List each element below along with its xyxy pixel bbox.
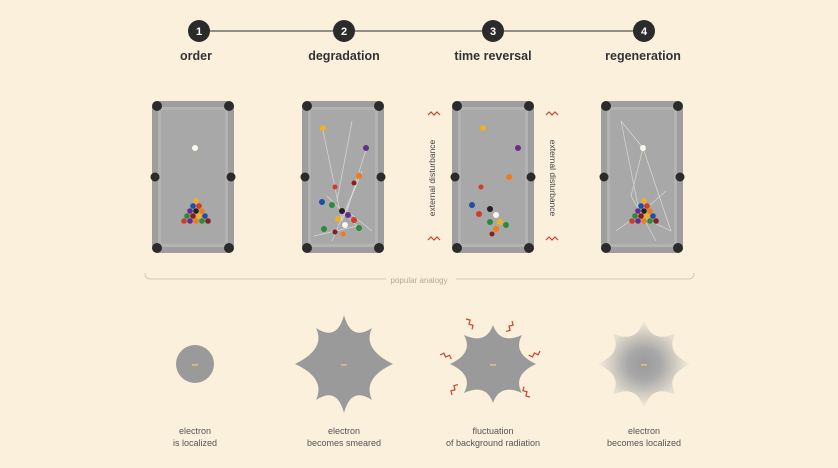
external-disturbance-right: external disturbance: [548, 139, 558, 217]
analogy-bracket-left: [144, 272, 386, 280]
step-number-3: 3: [490, 26, 496, 38]
timeline: 1 2 3 4: [188, 20, 655, 42]
step-marker-3: 3: [482, 20, 504, 42]
step-number-2: 2: [341, 26, 347, 38]
pool-table-degradation: [300, 101, 386, 253]
caption-1-line1: electron: [178, 426, 212, 436]
caption-2: electron becomes smeared: [254, 425, 434, 449]
caption-4: electron becomes localized: [554, 425, 734, 449]
electron-symbol: –: [341, 357, 348, 371]
step-number-4: 4: [641, 26, 648, 38]
step-title-1: order: [180, 49, 212, 63]
electron-regenerated: –: [597, 319, 691, 409]
cue-ball: [640, 145, 646, 151]
popular-analogy-label: popular analogy: [390, 276, 448, 285]
electron-localized: –: [176, 345, 214, 383]
pool-table-time-reversal: [450, 101, 536, 253]
analogy-bracket-right: [456, 272, 695, 280]
caption-1: electron is localized: [105, 425, 285, 449]
electron-symbol: –: [490, 357, 497, 371]
caption-4-line1: electron: [627, 426, 661, 436]
step-title-2: degradation: [308, 49, 380, 63]
caption-3-line1: fluctuation: [472, 426, 514, 436]
step-title-4: regeneration: [605, 49, 681, 63]
caption-3: fluctuation of background radiation: [403, 425, 583, 449]
pool-tables: [144, 101, 695, 280]
step-marker-2: 2: [333, 20, 355, 42]
electron-symbol: –: [641, 357, 648, 371]
step-number-1: 1: [196, 26, 202, 38]
caption-2-line1: electron: [327, 426, 361, 436]
external-disturbance-left: external disturbance: [427, 139, 437, 217]
electron-symbol: –: [192, 357, 199, 371]
caption-1-line2: is localized: [172, 438, 218, 448]
pool-table-order: [150, 101, 236, 253]
electron-fluctuation: –: [439, 316, 542, 403]
pool-table-regeneration: [599, 101, 685, 253]
cue-ball: [192, 145, 198, 151]
electron-smeared: –: [295, 315, 393, 413]
caption-4-line2: becomes localized: [606, 438, 682, 448]
step-title-3: time reversal: [454, 49, 532, 63]
step-marker-4: 4: [633, 20, 655, 42]
electron-illustrations: – – – –: [176, 315, 691, 413]
caption-3-line2: of background radiation: [445, 438, 541, 448]
step-marker-1: 1: [188, 20, 210, 42]
caption-2-line2: becomes smeared: [306, 438, 382, 448]
